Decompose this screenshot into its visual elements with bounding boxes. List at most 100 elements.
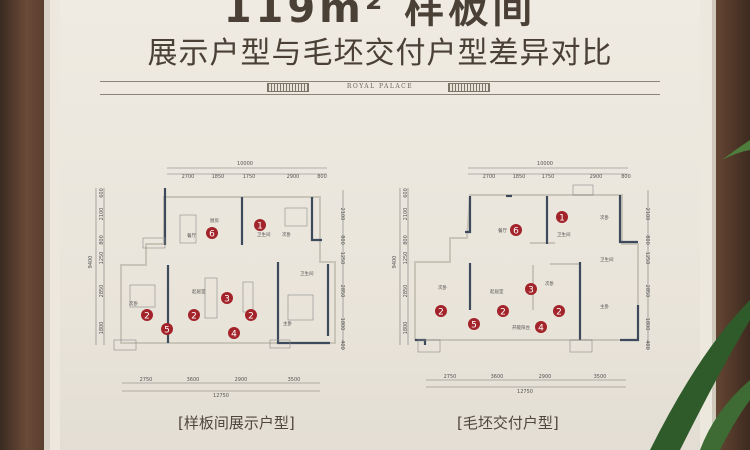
ornament-right (448, 83, 490, 92)
svg-text:5: 5 (164, 326, 170, 336)
room-label: 卫生间 (557, 231, 571, 238)
dim-bottom-total: 12750 (213, 393, 229, 399)
svg-text:2: 2 (438, 308, 444, 318)
room-label: 卫生间 (257, 231, 271, 238)
marker-1: 1 (254, 219, 266, 232)
room-label: 次卧 (545, 280, 554, 287)
dim-bottom: 2900 (235, 377, 248, 383)
room-label: 餐厅 (187, 232, 196, 239)
brand-label: ROYAL PALACE (346, 83, 414, 90)
marker-2: 2 (553, 305, 565, 318)
dim-top: 2900 (590, 174, 603, 180)
marker-5: 5 (161, 323, 173, 336)
svg-text:2: 2 (500, 308, 506, 318)
plan-caption-shell: [毛坯交付户型] (457, 414, 559, 432)
marker-2: 2 (141, 309, 153, 322)
svg-text:1: 1 (257, 222, 263, 232)
dim-bottom: 2750 (140, 377, 153, 383)
floor-plan-showroom: 10000 2700 1850 1750 2900 800 9400 600 2… (88, 161, 345, 399)
svg-text:6: 6 (209, 230, 215, 240)
room-label: 起居室 (192, 288, 206, 295)
dim-left-total: 9400 (88, 256, 94, 269)
dim-left-total: 9400 (392, 256, 398, 269)
room-label: 餐厅 (498, 227, 507, 234)
plan-caption-showroom: [样板间展示户型] (178, 414, 295, 432)
dim-right: 400 (644, 340, 650, 350)
dim-bottom: 3600 (491, 374, 504, 380)
svg-text:4: 4 (538, 324, 544, 334)
dim-left: 2850 (99, 285, 105, 298)
marker-1: 1 (556, 211, 568, 224)
dim-top: 2900 (287, 174, 300, 180)
room-label: 起居室 (490, 288, 504, 295)
dim-top: 800 (317, 174, 327, 180)
dim-bottom: 3600 (187, 377, 200, 383)
dim-top: 2700 (182, 174, 195, 180)
dim-left: 1800 (99, 322, 105, 335)
room-label: 卫生间 (600, 256, 614, 263)
dim-right: 2850 (339, 285, 345, 298)
dim-right: 800 (339, 235, 345, 245)
svg-text:2: 2 (556, 308, 562, 318)
dim-top: 1850 (513, 174, 526, 180)
dim-left: 1250 (403, 252, 409, 265)
poster: 119m² 样板间 展示户型与毛坯交付户型差异对比 ROYAL PALACE [… (60, 0, 700, 450)
marker-3: 3 (221, 292, 233, 305)
dim-left: 2850 (403, 285, 409, 298)
dim-bottom: 2900 (539, 374, 552, 380)
svg-text:2: 2 (248, 312, 254, 322)
dim-left: 2100 (403, 208, 409, 221)
dim-left: 800 (403, 235, 409, 245)
svg-text:2: 2 (144, 312, 150, 322)
plant-leaves (650, 140, 750, 450)
dim-left: 600 (99, 188, 105, 198)
svg-text:5: 5 (471, 321, 477, 331)
dim-left: 1250 (99, 252, 105, 265)
dim-left: 600 (403, 188, 409, 198)
floor-plan-shell: 10000 2700 1850 1750 2900 800 9400 600 2… (392, 161, 650, 395)
dim-right: 2100 (644, 208, 650, 221)
dim-right: 1800 (339, 318, 345, 331)
dim-top: 1750 (542, 174, 555, 180)
dim-right: 800 (644, 235, 650, 245)
dim-right: 1800 (644, 318, 650, 331)
dim-left: 1800 (403, 322, 409, 335)
room-label: 开敞阳台 (512, 324, 530, 331)
dim-top: 800 (621, 174, 631, 180)
marker-4: 4 (228, 327, 240, 340)
marker-4: 4 (535, 321, 547, 334)
wood-wall-left (0, 0, 44, 450)
room-label: 次卧 (438, 284, 447, 291)
dim-top: 1850 (212, 174, 225, 180)
dim-right: 2850 (644, 285, 650, 298)
dim-right: 1250 (339, 252, 345, 265)
room-label: 主卧 (600, 303, 609, 310)
marker-6: 6 (510, 224, 522, 237)
marker-5: 5 (468, 318, 480, 331)
dim-top: 2700 (483, 174, 496, 180)
marker-2: 2 (245, 309, 257, 322)
poster-heading-cropped: 119m² 样板间 (223, 0, 537, 32)
room-label: 次卧 (600, 214, 609, 221)
svg-text:1: 1 (559, 214, 565, 224)
dim-top-total: 10000 (237, 161, 253, 167)
room-label: 厨房 (210, 217, 219, 224)
marker-2: 2 (435, 305, 447, 318)
dim-bottom: 2750 (444, 374, 457, 380)
marker-3: 3 (525, 283, 537, 296)
dim-bottom: 3500 (594, 374, 607, 380)
svg-text:3: 3 (528, 286, 534, 296)
room-label: 次卧 (282, 231, 291, 238)
dim-right: 400 (339, 340, 345, 350)
marker-2: 2 (188, 309, 200, 322)
dim-bottom-total: 12750 (517, 389, 533, 395)
room-label: 主卧 (283, 320, 292, 327)
dim-left: 2100 (99, 208, 105, 221)
svg-text:4: 4 (231, 330, 237, 340)
dim-top-total: 10000 (537, 161, 553, 167)
ornament-left (267, 83, 309, 92)
svg-text:6: 6 (513, 227, 519, 237)
dim-right: 2100 (339, 208, 345, 221)
marker-2: 2 (497, 305, 509, 318)
